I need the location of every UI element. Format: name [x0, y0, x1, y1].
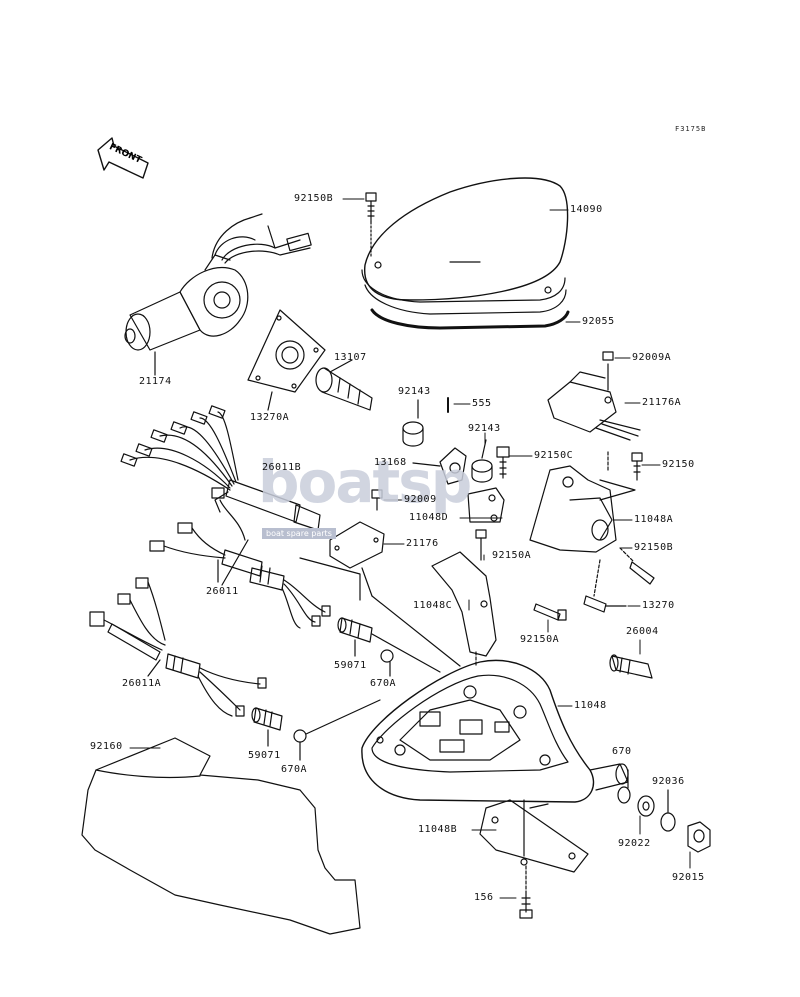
- part-label: 92150: [662, 459, 695, 470]
- part-label: 26011A: [122, 678, 162, 689]
- washer-92022: [637, 795, 655, 817]
- bracket-11048d: [467, 487, 505, 523]
- pin-13270: [583, 559, 627, 613]
- part-label: 670: [612, 746, 632, 757]
- part-label: 13168: [374, 457, 407, 468]
- part-label: 92150C: [534, 450, 574, 461]
- part-label: 92150B: [634, 542, 674, 553]
- part-label: 92055: [582, 316, 615, 327]
- bolt-92150a-b: [533, 603, 567, 621]
- front-arrow-icon: [97, 137, 149, 179]
- oring-670: [617, 786, 631, 804]
- screw-92009: [371, 489, 383, 511]
- part-label: 21176A: [642, 397, 682, 408]
- bushing-92143: [402, 421, 424, 447]
- part-label: 92143: [398, 386, 431, 397]
- bolt-92150a: [475, 529, 487, 561]
- part-label: 92160: [90, 741, 123, 752]
- part-label: 59071: [334, 660, 367, 671]
- part-label: 11048A: [634, 514, 674, 525]
- part-label: 670A: [370, 678, 397, 689]
- plate-13270a: [247, 309, 326, 411]
- fitting-26004: [609, 654, 653, 679]
- part-label: 13270: [642, 600, 675, 611]
- bolt-92150b-b: [619, 547, 655, 585]
- part-label: 92009A: [632, 352, 672, 363]
- part-label: 92015: [672, 872, 705, 883]
- bolt-156: [519, 891, 533, 919]
- cover-14090: [361, 177, 569, 315]
- nut-92015: [687, 821, 711, 853]
- bolt-92150c: [496, 446, 510, 479]
- harness-26011b: [120, 405, 321, 586]
- part-label: 156: [474, 892, 494, 903]
- part-label: 13270A: [250, 412, 290, 423]
- part-label: 92036: [652, 776, 685, 787]
- harness-26011: [149, 522, 361, 629]
- bolt-92150: [631, 452, 643, 481]
- part-label: 92150A: [520, 634, 560, 645]
- part-label: 13107: [334, 352, 367, 363]
- part-label: 555: [472, 398, 492, 409]
- fitting-59071-b: [251, 707, 283, 747]
- motor-21174: [124, 213, 312, 376]
- part-label: 11048: [574, 700, 607, 711]
- diagram-code: F3175B: [675, 125, 707, 133]
- part-label: 26011: [206, 586, 239, 597]
- part-label: 92150B: [294, 193, 334, 204]
- fitting-59071: [337, 617, 373, 657]
- harness-26011a: [89, 577, 267, 717]
- part-label: 92009: [404, 494, 437, 505]
- plate-11048b: [479, 799, 589, 893]
- module-21176: [329, 521, 385, 569]
- switch-21176a: [547, 351, 641, 441]
- bracket-13168: [412, 447, 467, 485]
- cover-92160: [81, 737, 361, 935]
- shaft-13107: [315, 359, 373, 411]
- bolt-92150b: [365, 192, 377, 259]
- part-label: 14090: [570, 204, 603, 215]
- part-label: 11048D: [409, 512, 449, 523]
- part-label: 26004: [626, 626, 659, 637]
- part-label: 92143: [468, 423, 501, 434]
- housing-11048: [361, 659, 629, 809]
- part-label: 670A: [281, 764, 308, 775]
- oring-670a-b: [293, 729, 307, 743]
- part-label: 59071: [248, 750, 281, 761]
- oring-670a: [380, 649, 394, 663]
- part-label: 21174: [139, 376, 172, 387]
- part-label: 11048B: [418, 824, 458, 835]
- bracket-11048a: [529, 451, 636, 553]
- gasket-92055: [370, 308, 570, 330]
- part-label: 92150A: [492, 550, 532, 561]
- part-label: 11048C: [413, 600, 453, 611]
- bushing-92143-b: [471, 439, 493, 483]
- part-label: 21176: [406, 538, 439, 549]
- part-label: 26011B: [262, 462, 302, 473]
- part-label: 92022: [618, 838, 651, 849]
- washer-92036: [660, 812, 676, 832]
